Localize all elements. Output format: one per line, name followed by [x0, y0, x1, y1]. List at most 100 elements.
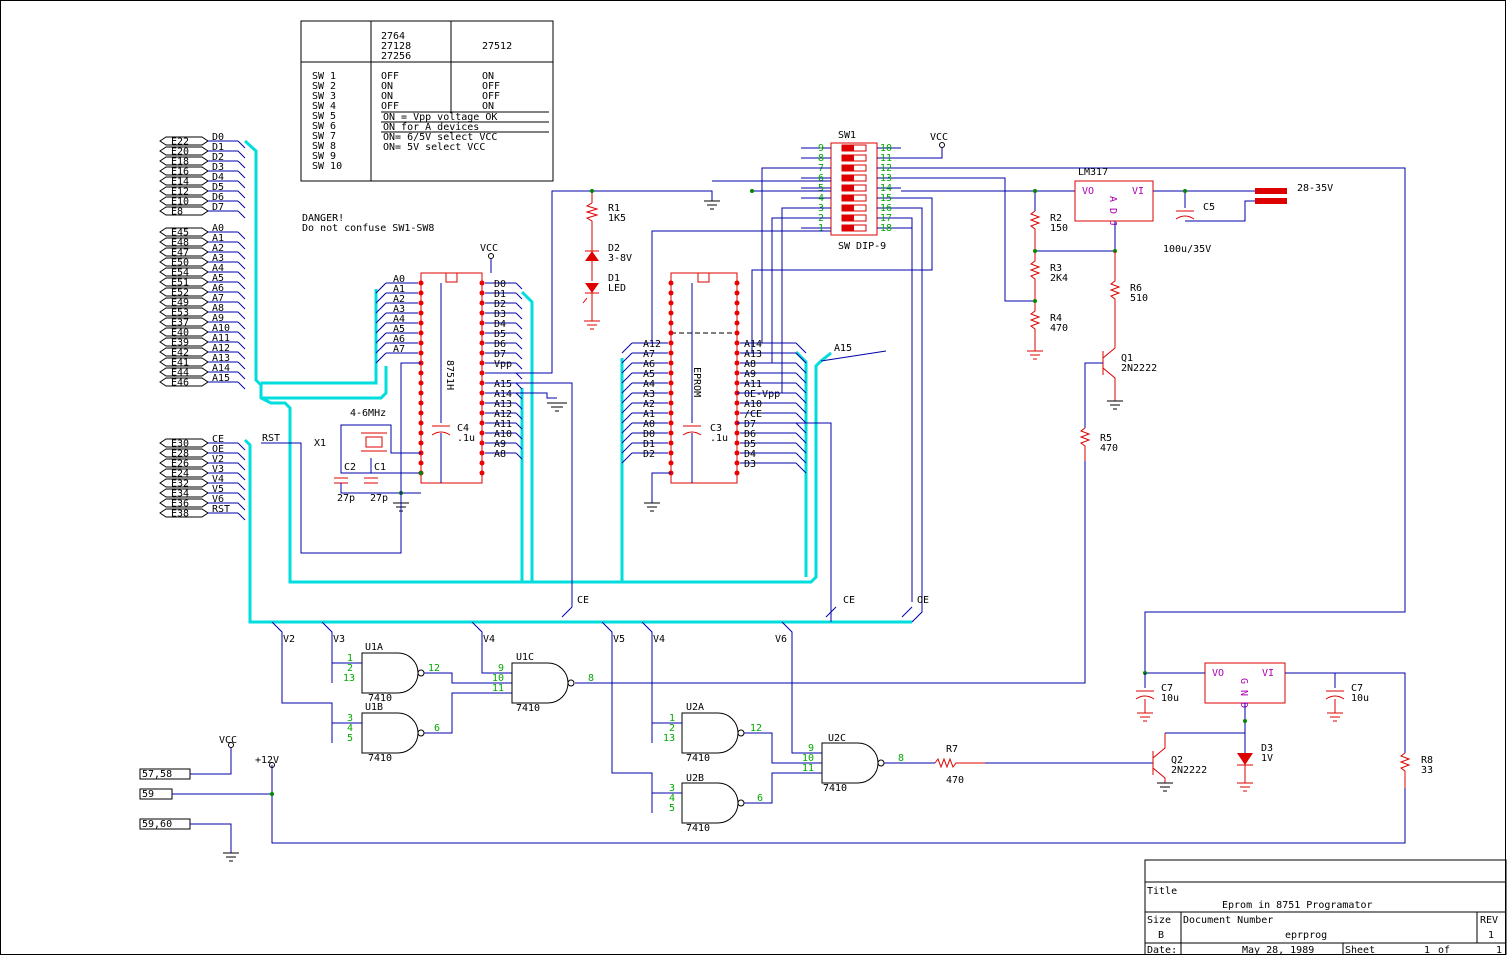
input-voltage: 28-35V [1297, 183, 1333, 194]
connector-signal: A4 [212, 263, 224, 274]
connector-pin-id: E24 [171, 469, 189, 480]
connector-signal: A14 [212, 363, 230, 374]
svg-text:13: 13 [343, 673, 355, 684]
eprom-pin [734, 330, 740, 336]
eprom-right-label: A10 [744, 399, 762, 410]
mcu-name: 8751H [444, 360, 455, 390]
eprom-pin [734, 450, 740, 456]
mcu-pin [418, 370, 424, 376]
mcu-pin [418, 380, 424, 386]
mcu-right-label: D0 [494, 279, 506, 290]
dip-lever [842, 205, 854, 211]
dip-pin-left: 5 [818, 183, 824, 194]
connector-signal: CE [212, 434, 224, 445]
a15-label: A15 [834, 343, 852, 354]
mcu-right-label: D1 [494, 289, 506, 300]
mcu-pin [418, 400, 424, 406]
eprom-right-label: A14 [744, 339, 762, 350]
mcu-vcc-label: VCC [480, 243, 498, 254]
sw4-col-a: OFF [381, 101, 399, 112]
c4-value: .1u [457, 433, 475, 444]
docnum-value: eprprog [1285, 930, 1327, 941]
title-block: Title Eprom in 8751 Programator Size B D… [1144, 859, 1507, 955]
eprom-pin [668, 340, 674, 346]
connector-signal: V2 [212, 454, 224, 465]
mcu-pin [479, 350, 485, 356]
sw-vcc-label: VCC [930, 132, 948, 143]
svg-text:6: 6 [757, 793, 763, 804]
eprom-left-label: A5 [643, 369, 655, 380]
connector-pin-id: E16 [171, 167, 189, 178]
connector-pin-id: E32 [171, 479, 189, 490]
lm317-vo: VO [1082, 186, 1094, 197]
r8-ref: R8 [1421, 755, 1433, 766]
svg-text:13: 13 [663, 733, 675, 744]
table-header-a-3: 27256 [381, 51, 411, 62]
mcu-pin [418, 430, 424, 436]
mcu-right-label: D3 [494, 309, 506, 320]
mcu-pin [418, 280, 424, 286]
r6-value: 510 [1130, 293, 1148, 304]
connector-pin-id: E48 [171, 238, 189, 249]
mcu-pin [479, 310, 485, 316]
mcu-pin [479, 410, 485, 416]
svg-text:3: 3 [669, 783, 675, 794]
eprom-pin [734, 460, 740, 466]
sw2-col-a: ON [381, 81, 393, 92]
r2-ref: R2 [1050, 213, 1062, 224]
connector-signal: A8 [212, 303, 224, 314]
r5-value: 470 [1100, 443, 1118, 454]
eprom-left-label: A3 [643, 389, 655, 400]
dip-lever [842, 195, 854, 201]
connector-pin-id: E34 [171, 489, 189, 500]
rev-value: 1 [1488, 930, 1494, 941]
connector-signal: A1 [212, 233, 224, 244]
mcu-pin [418, 330, 424, 336]
eprom-pin [668, 420, 674, 426]
c1-value: 27p [370, 493, 388, 504]
mcu-pin [479, 280, 485, 286]
sw-row-label: SW 5 [312, 111, 336, 122]
connector-pin-id: E30 [171, 439, 189, 450]
eprom-pin [734, 360, 740, 366]
date-label: Date: [1147, 945, 1177, 955]
r7-ref: R7 [946, 744, 958, 755]
switch-config-table: 2764 27128 27256 27512 SW 1SW 2SW 3SW 4S… [300, 20, 554, 182]
connector-signal: A12 [212, 343, 230, 354]
c5-value: 100u/35V [1163, 244, 1211, 255]
ce-label-1: CE [577, 595, 589, 606]
dip-pin-left: 9 [818, 143, 824, 154]
mcu-left-label: A4 [393, 314, 405, 325]
d1-value: LED [608, 283, 626, 294]
eprom-pin [734, 350, 740, 356]
eprom-left-label: A6 [643, 359, 655, 370]
sheet-label: Sheet [1345, 945, 1375, 955]
table-header-a-1: 2764 [381, 31, 405, 42]
c2-ref: C2 [344, 462, 356, 473]
mcu-pin [418, 460, 424, 466]
pad-59-60: 59,60 [142, 819, 172, 830]
r8-value: 33 [1421, 765, 1433, 776]
connector-signal: A9 [212, 313, 224, 324]
mcu-pin [479, 320, 485, 326]
connector-signal: A2 [212, 243, 224, 254]
lm317-vi: VI [1132, 186, 1144, 197]
d1-ref: D1 [608, 273, 620, 284]
connector-pin-id: E52 [171, 288, 189, 299]
ce-label-2: CE [843, 595, 855, 606]
sw-row-label: SW 4 [312, 101, 336, 112]
c7b-value: 10u [1351, 693, 1369, 704]
v3-label: V3 [333, 634, 345, 645]
dip-lever [842, 215, 854, 221]
dip-pin-right: 17 [880, 213, 892, 224]
connector-pin-id: E42 [171, 348, 189, 359]
dip-lever [842, 175, 854, 181]
dip-pin-right: 13 [880, 173, 892, 184]
connector-signal: A11 [212, 333, 230, 344]
rst-label: RST [262, 433, 280, 444]
connector-signal: V3 [212, 464, 224, 475]
svg-text:8: 8 [588, 673, 594, 684]
connector-pin-id: E40 [171, 328, 189, 339]
